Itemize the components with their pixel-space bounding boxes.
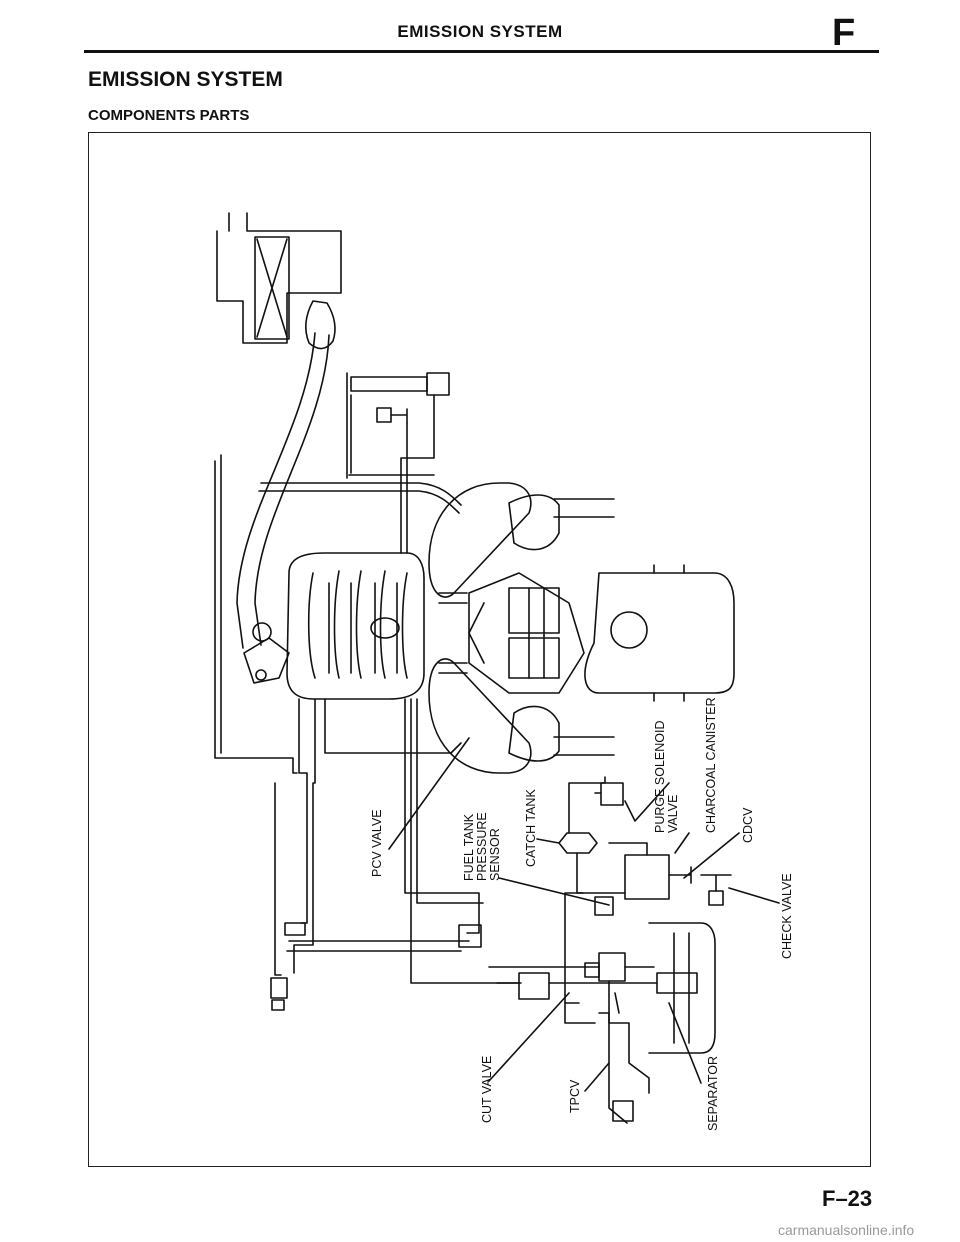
page-number: F–23	[822, 1186, 873, 1211]
label-purge-solenoid-valve: PURGE SOLENOID VALVE	[653, 720, 680, 833]
section-subtitle: COMPONENTS PARTS	[88, 107, 250, 124]
running-header-title: EMISSION SYSTEM	[397, 22, 563, 41]
emission-system-diagram: PCV VALVE FUEL TANK PRESSURE SENSOR CATC…	[88, 132, 871, 1167]
label-purge-line1: PURGE SOLENOID	[653, 720, 667, 833]
header-rule	[84, 50, 879, 53]
label-purge-line2: VALVE	[666, 795, 680, 833]
label-separator: SEPARATOR	[706, 1056, 720, 1131]
label-fuel-tank-line2: PRESSURE	[475, 812, 489, 881]
page-title: EMISSION SYSTEM	[88, 68, 283, 91]
section-letter: F	[832, 12, 856, 54]
watermark: carmanualsonline.info	[778, 1222, 915, 1238]
diagram-drawing: PCV VALVE FUEL TANK PRESSURE SENSOR CATC…	[214, 212, 794, 1131]
label-catch-tank: CATCH TANK	[524, 789, 538, 867]
label-fuel-tank-line1: FUEL TANK	[462, 813, 476, 881]
label-cdcv: CDCV	[741, 807, 755, 843]
label-pcv-valve: PCV VALVE	[370, 809, 384, 877]
label-fuel-tank-line3: SENSOR	[488, 828, 502, 881]
label-tpcv: TPCV	[568, 1079, 582, 1113]
label-check-valve: CHECK VALVE	[780, 873, 794, 959]
label-cut-valve: CUT VALVE	[480, 1056, 494, 1123]
label-fuel-tank-pressure-sensor: FUEL TANK PRESSURE SENSOR	[462, 812, 502, 881]
label-charcoal-canister: CHARCOAL CANISTER	[704, 697, 718, 833]
